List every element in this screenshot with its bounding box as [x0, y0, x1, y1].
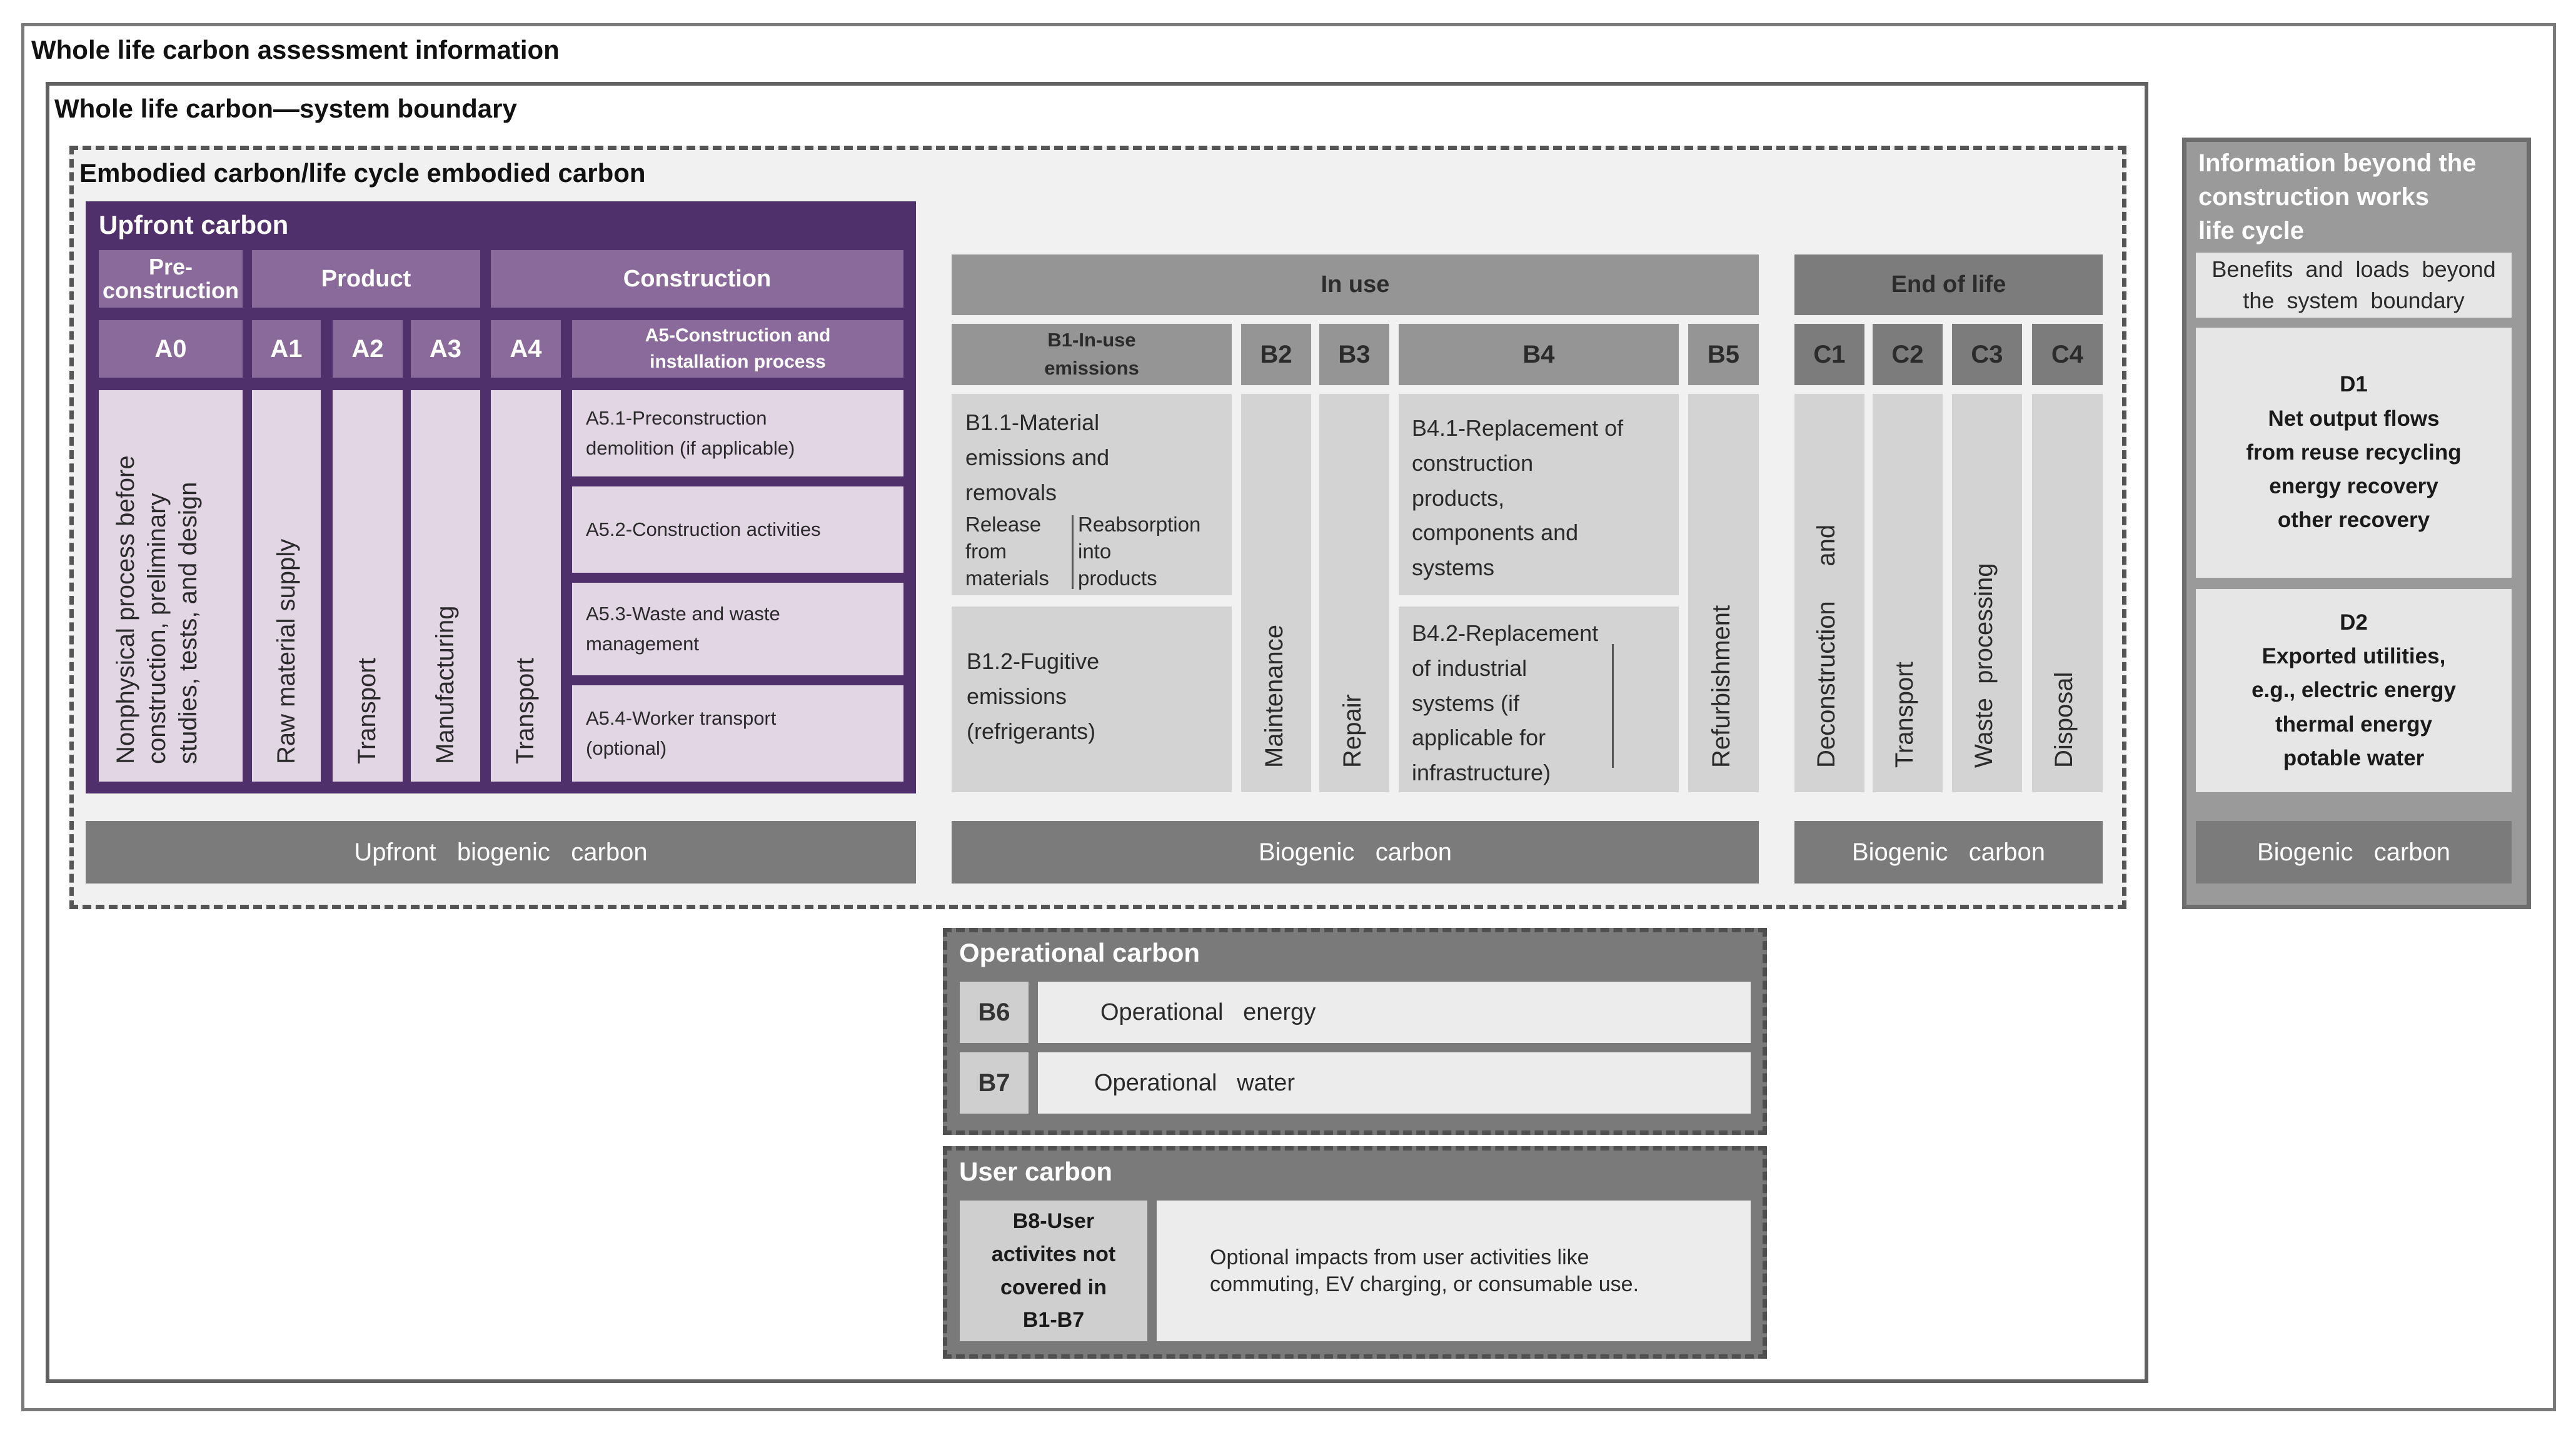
in-use-biogenic-carbon-bar: Biogenic carbon [952, 821, 1759, 884]
column-a1: Raw material supply [252, 390, 321, 782]
operational-row-b7-label: Operational water [1038, 1052, 1751, 1114]
code-c2: C2 [1873, 324, 1943, 385]
b1-1-divider [1072, 515, 1074, 589]
code-b5: B5 [1688, 324, 1759, 385]
operational-row-b7-code: B7 [960, 1052, 1029, 1114]
c2-label: Transport [1891, 662, 1918, 768]
b1-1-release: Release from materials [965, 513, 1049, 590]
a5-item-3: A5.3-Waste and waste management [572, 583, 903, 675]
a2-label: Transport [353, 658, 381, 764]
header-in-use: In use [952, 254, 1759, 315]
b2-label: Maintenance [1260, 624, 1288, 768]
column-a4: Transport [491, 390, 561, 782]
system-boundary-title: Whole life carbon—system boundary [54, 94, 517, 123]
a5-item-1: A5.1-Preconstruction demolition (if appl… [572, 390, 903, 476]
outer-title: Whole life carbon assessment information [31, 35, 560, 64]
upfront-biogenic-carbon-bar: Upfront biogenic carbon [86, 821, 916, 884]
operational-row-b6-label: Operational energy [1038, 982, 1751, 1043]
b4-2-label: B4.2-Replacement of industrial systems (… [1412, 620, 1599, 786]
a3-label: Manufacturing [431, 605, 459, 764]
outer-frame [21, 23, 2556, 1411]
a5-item-2: A5.2-Construction activities [572, 486, 903, 573]
c3-label: Waste processing [1970, 563, 1998, 768]
column-a2: Transport [333, 390, 403, 782]
header-pre-construction: Pre- construction [99, 250, 243, 308]
b1-1-reabsorption: Reabsorption into products [1078, 513, 1201, 590]
embodied-carbon-title: Embodied carbon/life cycle embodied carb… [79, 158, 646, 188]
header-product: Product [252, 250, 480, 308]
code-a3: A3 [411, 320, 480, 378]
system-boundary-frame [46, 82, 2148, 1383]
column-b3: Repair [1319, 394, 1389, 792]
code-a0: A0 [99, 320, 243, 378]
column-c4: Disposal [2032, 394, 2103, 792]
code-b2: B2 [1241, 324, 1311, 385]
column-a0: Nonphysical process before construction,… [99, 390, 243, 782]
code-b4: B4 [1399, 324, 1679, 385]
b3-label: Repair [1339, 694, 1366, 768]
operational-row-b6-code: B6 [960, 982, 1029, 1043]
code-b1: B1-In-use emissions [952, 324, 1232, 385]
b4-2-divider [1612, 644, 1614, 768]
code-c1: C1 [1794, 324, 1864, 385]
column-c3: Waste processing [1952, 394, 2022, 792]
code-c4: C4 [2032, 324, 2103, 385]
column-b5: Refurbishment [1688, 394, 1759, 792]
column-b2: Maintenance [1241, 394, 1311, 792]
b4-1-label: B4.1-Replacement of construction product… [1412, 415, 1624, 581]
code-a5: A5-Construction and installation process [572, 320, 903, 378]
code-c3: C3 [1952, 324, 2022, 385]
c4-label: Disposal [2050, 672, 2078, 768]
code-a2: A2 [333, 320, 403, 378]
b4-1-box [1399, 394, 1679, 595]
upfront-carbon-title: Upfront carbon [99, 210, 289, 239]
column-c2: Transport [1873, 394, 1943, 792]
user-description: Optional impacts from user activities li… [1157, 1201, 1751, 1341]
b1-2-box [952, 607, 1232, 792]
b1-1-box [952, 394, 1232, 595]
column-c1: Deconstruction and [1794, 394, 1864, 792]
b4-2-box [1399, 607, 1679, 792]
column-a3: Manufacturing [411, 390, 480, 782]
header-construction: Construction [491, 250, 903, 308]
code-a4: A4 [491, 320, 561, 378]
operational-carbon-title: Operational carbon [959, 938, 1200, 967]
header-end-of-life: End of life [1794, 254, 2103, 315]
end-of-life-biogenic-carbon-bar: Biogenic carbon [1794, 821, 2103, 884]
b5-label: Refurbishment [1708, 605, 1735, 768]
beyond-life-cycle-title: Information beyond the construction work… [2198, 149, 2477, 244]
beyond-subtitle: Benefits and loads beyond the system bou… [2196, 253, 2512, 318]
a0-label: Nonphysical process before construction,… [112, 455, 202, 764]
b1-1-label: B1.1-Material emissions and removals [965, 410, 1110, 505]
a4-label: Transport [511, 658, 539, 764]
user-code-b8: B8-User activites not covered in B1-B7 [960, 1201, 1147, 1341]
code-a1: A1 [252, 320, 321, 378]
b1-2-label: B1.2-Fugitive emissions (refrigerants) [967, 648, 1100, 744]
d2-box: D2 Exported utilities, e.g., electric en… [2196, 589, 2512, 792]
c1-label: Deconstruction and [1813, 524, 1840, 768]
d1-box: D1 Net output flows from reuse recycling… [2196, 328, 2512, 578]
code-b3: B3 [1319, 324, 1389, 385]
a1-label: Raw material supply [273, 538, 300, 764]
user-carbon-title: User carbon [959, 1157, 1113, 1186]
a5-item-4: A5.4-Worker transport (optional) [572, 685, 903, 782]
beyond-biogenic-carbon-bar: Biogenic carbon [2196, 821, 2512, 884]
